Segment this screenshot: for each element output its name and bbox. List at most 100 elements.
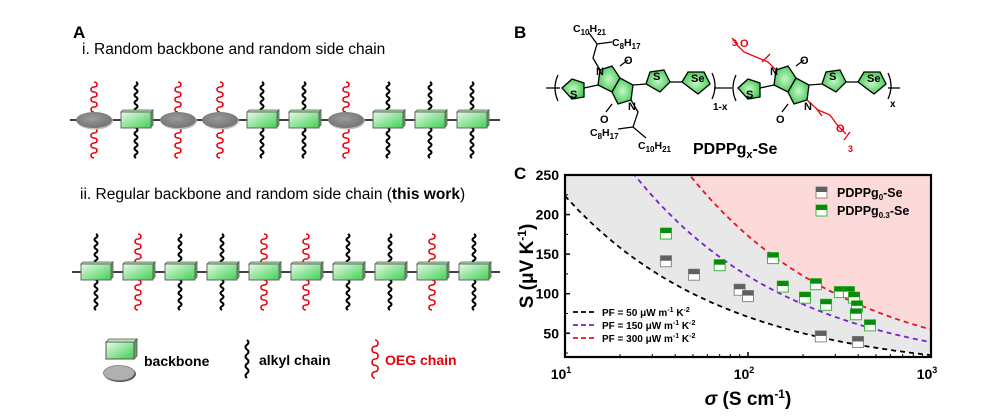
data-points xyxy=(659,227,876,348)
repeat-unit-box-alkyl xyxy=(456,81,490,159)
oeg-oxygen: O xyxy=(740,38,749,50)
alkyl-chain-bottom xyxy=(469,127,475,159)
alkyl-chain-top xyxy=(471,233,477,265)
atom-o: O xyxy=(624,55,633,67)
y-tick-label: 50 xyxy=(543,325,559,341)
alkyl-chain-bottom xyxy=(427,127,433,159)
repeat-unit-oval-oeg xyxy=(202,81,239,159)
oeg-chain-top xyxy=(428,233,436,265)
data-point-pdppg0 xyxy=(851,335,864,348)
alkyl-chain-bottom xyxy=(385,127,391,159)
polymer-name: PDPPgx-Se xyxy=(693,141,777,161)
backbone-oval xyxy=(160,112,196,128)
panel-b-label: B xyxy=(514,23,526,42)
data-point-pdppg03 xyxy=(799,291,812,304)
alkyl-chain-bottom xyxy=(93,279,99,311)
atom-se: Se xyxy=(867,73,880,85)
repeat-unit-box-alkyl xyxy=(332,233,366,311)
repeat-unit-box-alkyl xyxy=(206,233,240,311)
panel-a-label: A xyxy=(73,23,86,42)
pf-legend-label-300: PF = 300 μW m-1 K-2 xyxy=(602,333,695,345)
repeat-unit-box-alkyl xyxy=(120,81,154,159)
atom-s: S xyxy=(653,71,660,83)
alkyl-chain-bottom xyxy=(259,127,265,159)
panel-c-label: C xyxy=(514,164,526,183)
repeat-unit-box-alkyl xyxy=(246,81,280,159)
legend-label-pdppg03: PDPPg0.3-Se xyxy=(837,204,909,220)
svg-text:C10H21: C10H21 xyxy=(573,23,607,37)
oeg-chain-top xyxy=(216,81,224,113)
legend-alkyl: alkyl chain xyxy=(244,339,331,379)
data-point-pdppg03 xyxy=(659,227,672,240)
repeat-unit-box-alkyl xyxy=(374,233,408,311)
oeg-chain-bottom xyxy=(90,127,98,159)
alkyl-chain-bottom xyxy=(345,279,351,311)
thiophene-ring xyxy=(561,78,585,100)
backbone-box xyxy=(414,111,446,129)
dpp-ring-right xyxy=(611,77,634,105)
thiophene-ring xyxy=(737,78,761,100)
alkyl-chain-bottom xyxy=(387,279,393,311)
alkyl-chain-top xyxy=(427,81,433,113)
repeat-subscript-x: x xyxy=(890,99,896,110)
alkyl-chain-bottom xyxy=(301,127,307,159)
backbone-box xyxy=(332,263,364,281)
data-point-pdppg03 xyxy=(820,298,833,311)
alkyl-chain-top xyxy=(219,233,225,265)
repeat-unit-box-alkyl xyxy=(80,233,114,311)
alkyl-chain-bottom xyxy=(177,279,183,311)
data-point-pdppg0 xyxy=(659,255,672,268)
oeg-chain-bottom xyxy=(216,127,224,159)
row-ii-title: ii. Regular backbone and random side cha… xyxy=(80,186,465,204)
oeg-chain-top xyxy=(302,233,310,265)
svg-text:C8H17: C8H17 xyxy=(612,37,641,51)
atom-o: O xyxy=(600,114,609,126)
selenophene-ring xyxy=(857,71,887,95)
data-point-pdppg0 xyxy=(733,283,746,296)
backbone-box xyxy=(288,111,320,129)
atom-s: S xyxy=(746,89,753,101)
repeat-unit-box-oeg xyxy=(290,233,324,311)
data-point-pdppg03 xyxy=(863,319,876,332)
atom-s: S xyxy=(570,89,577,101)
alkyl-chain-top xyxy=(385,81,391,113)
backbone-oval xyxy=(76,112,112,128)
dpp-ring-left xyxy=(597,65,621,93)
backbone-box xyxy=(120,111,152,129)
alkyl-chain-top xyxy=(133,81,139,113)
backbone-box xyxy=(164,263,196,281)
svg-text:C10H21: C10H21 xyxy=(638,140,672,154)
data-point-pdppg03 xyxy=(776,280,789,293)
row-ii-title-prefix: ii. Regular backbone and random side cha… xyxy=(80,186,392,203)
repeat-unit-oval-oeg xyxy=(160,81,197,159)
oeg-chain-bottom xyxy=(428,279,436,311)
dpp-ring-left xyxy=(773,65,797,93)
atom-n: N xyxy=(596,66,604,78)
row-i-title: i. Random backbone and random side chain xyxy=(82,41,386,58)
pf-300-region xyxy=(689,175,931,330)
data-point-pdppg0 xyxy=(742,290,754,303)
thiophene-ring xyxy=(645,69,671,93)
alkyl-chain-bottom xyxy=(219,279,225,311)
backbone-oval xyxy=(328,112,364,128)
repeat-unit-box-alkyl xyxy=(372,81,406,159)
oeg-chain-bottom xyxy=(302,279,310,311)
data-point-pdppg03 xyxy=(849,308,862,321)
alkyl-chain-top xyxy=(93,233,99,265)
backbone-box xyxy=(458,263,490,281)
pf-legend: PF = 50 μW m-1 K-2 PF = 150 μW m-1 K-2 P… xyxy=(573,307,695,345)
y-tick-label: 200 xyxy=(536,207,560,223)
pf-legend-label-150: PF = 150 μW m-1 K-2 xyxy=(602,320,695,332)
oeg-repeat-count: 3 xyxy=(732,38,737,48)
x-axis-label: σ (S cm-1) xyxy=(705,387,792,410)
alkyl-chain-top xyxy=(469,81,475,113)
legend-alkyl-label: alkyl chain xyxy=(259,352,331,368)
oeg-repeat-count: 3 xyxy=(848,144,853,154)
backbone-oval xyxy=(202,112,238,128)
row-ii-title-bold: this work xyxy=(391,186,460,203)
pf-300-curve xyxy=(688,175,931,331)
data-point-pdppg0 xyxy=(814,330,827,343)
